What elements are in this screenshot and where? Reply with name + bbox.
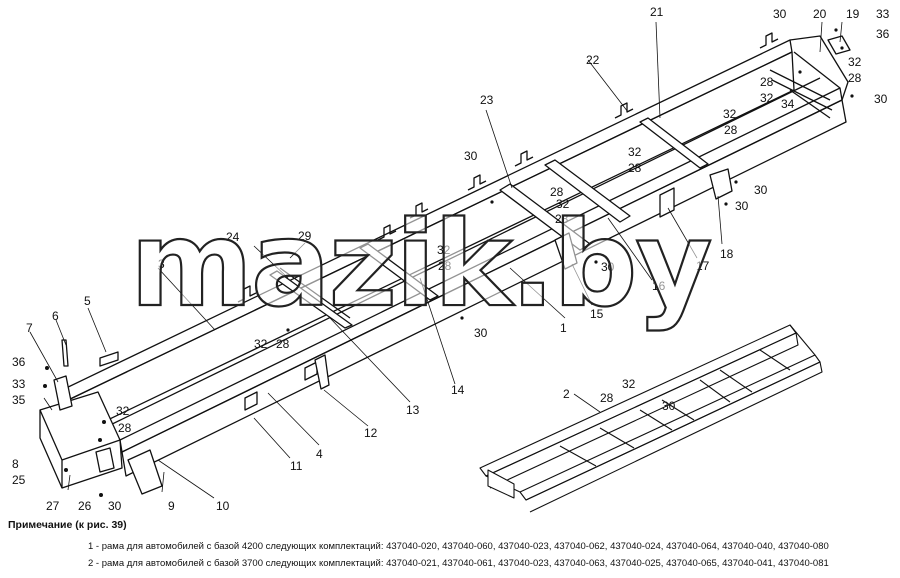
fastener-dots [43,28,854,497]
callout-34: 34 [781,97,795,111]
callout-30: 30 [108,499,122,513]
callout-27: 27 [46,499,60,513]
callout-10: 10 [216,499,230,513]
callout-8: 8 [12,457,19,471]
callout-30: 30 [874,92,888,106]
callout-21: 21 [650,5,664,19]
callout-30: 30 [601,260,615,274]
callout-28: 28 [555,212,569,226]
leader-lines [29,21,843,499]
callout-33: 33 [12,377,26,391]
callout-13: 13 [406,403,420,417]
callout-32: 32 [848,55,862,69]
callout-15: 15 [590,307,604,321]
callout-6: 6 [52,309,59,323]
callout-32: 32 [723,107,737,121]
callout-14: 14 [451,383,465,397]
callout-30: 30 [754,183,768,197]
callout-28: 28 [438,259,452,273]
front-crossmember [39,375,163,495]
callout-30: 30 [773,7,787,21]
callout-30: 30 [464,149,478,163]
callout-12: 12 [364,426,378,440]
callout-28: 28 [118,421,132,435]
callout-1: 1 [560,321,567,335]
callout-28: 28 [760,75,774,89]
main-frame [61,32,849,477]
callout-28: 28 [628,161,642,175]
callout-24: 24 [226,230,240,244]
callout-2: 2 [563,387,570,401]
callout-28: 28 [550,185,564,199]
notes-line-2: 2 - рама для автомобилей с базой 3700 сл… [88,558,829,569]
secondary-frame [479,324,823,513]
callout-30: 30 [735,199,749,213]
callout-32: 32 [760,91,774,105]
callout-32: 32 [556,197,570,211]
notes-title: Примечание (к рис. 39) [8,519,127,531]
callout-17: 17 [696,259,710,273]
callout-labels: 1 2 3 4 5 6 7 8 9 10 11 12 13 14 15 16 1… [12,5,890,513]
callout-30: 30 [474,326,488,340]
callout-25: 25 [12,473,26,487]
callout-20: 20 [813,7,827,21]
callout-7: 7 [26,321,33,335]
callout-35: 35 [12,393,26,407]
callout-3: 3 [158,257,165,271]
callout-36: 36 [12,355,26,369]
callout-32: 32 [116,404,130,418]
callout-22: 22 [586,53,600,67]
callout-36: 36 [876,27,890,41]
callout-32: 32 [437,243,451,257]
watermark: mazik.by [129,195,714,333]
callout-28: 28 [276,337,290,351]
callout-30: 30 [662,399,676,413]
detail-parts [61,35,851,367]
callout-28: 28 [724,123,738,137]
callout-29: 29 [298,229,312,243]
callout-18: 18 [720,247,734,261]
callout-28: 28 [600,391,614,405]
notes-line-1: 1 - рама для автомобилей с базой 4200 сл… [88,541,829,552]
callout-28: 28 [848,71,862,85]
callout-19: 19 [846,7,860,21]
callout-16: 16 [652,279,666,293]
callout-11: 11 [290,459,303,473]
callout-9: 9 [168,499,175,513]
callout-26: 26 [78,499,92,513]
callout-32: 32 [622,377,636,391]
callout-5: 5 [84,294,91,308]
callout-32: 32 [254,337,268,351]
callout-23: 23 [480,93,494,107]
callout-33: 33 [876,7,890,21]
callout-4: 4 [316,447,323,461]
callout-32: 32 [628,145,642,159]
